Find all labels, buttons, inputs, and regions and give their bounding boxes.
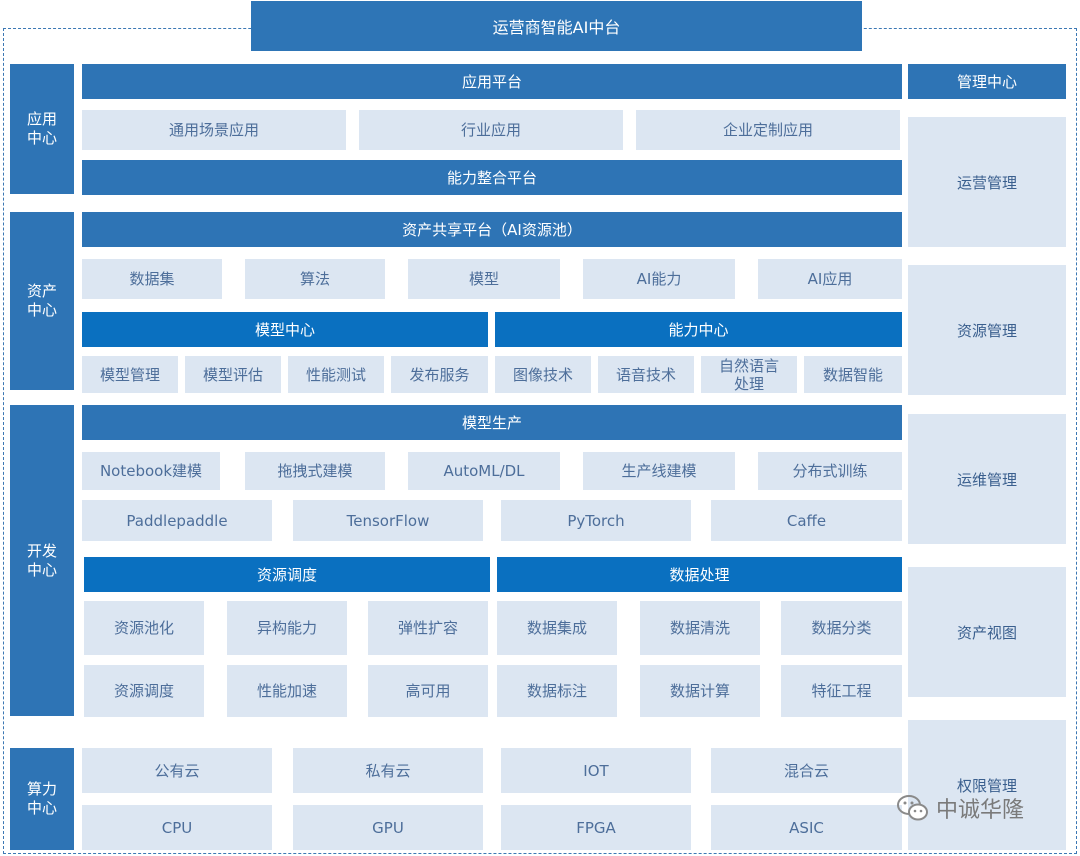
scheduling-item: 性能加速 [227, 665, 347, 717]
chip-item: FPGA [501, 805, 691, 850]
modeling-item: 拖拽式建模 [245, 452, 385, 490]
section-compute-center: 算力中心 [10, 748, 74, 850]
section-asset-label: 资产中心 [26, 282, 57, 319]
scheduling-item: 资源调度 [84, 665, 204, 717]
resource-scheduling-bar: 资源调度 [84, 557, 490, 592]
wechat-icon [897, 795, 928, 821]
capability-item-label: 自然语言处理 [718, 356, 779, 393]
modeling-item: AutoML/DL [408, 452, 560, 490]
management-item-permission: 权限管理 [908, 720, 1066, 850]
framework-item: PyTorch [501, 500, 691, 541]
asset-item: 算法 [245, 259, 385, 299]
integration-platform-bar: 能力整合平台 [82, 160, 902, 195]
section-app-label: 应用中心 [26, 110, 57, 147]
chip-item: ASIC [711, 805, 902, 850]
modeling-item: 分布式训练 [758, 452, 902, 490]
framework-item: Paddlepaddle [82, 500, 272, 541]
management-item-resource: 资源管理 [908, 265, 1066, 395]
framework-item: Caffe [711, 500, 902, 541]
section-dev-label: 开发中心 [26, 541, 57, 579]
model-item: 发布服务 [391, 356, 488, 393]
processing-item: 数据清洗 [640, 601, 760, 655]
section-asset-center: 资产中心 [10, 212, 74, 390]
asset-item: 模型 [408, 259, 560, 299]
app-platform-bar: 应用平台 [82, 64, 902, 99]
processing-item: 数据标注 [497, 665, 617, 717]
scheduling-item: 资源池化 [84, 601, 204, 655]
processing-item: 数据集成 [497, 601, 617, 655]
model-item: 模型评估 [185, 356, 281, 393]
cloud-item: IOT [501, 748, 691, 793]
watermark-text: 中诚华隆 [936, 798, 1025, 823]
app-item: 通用场景应用 [82, 110, 346, 150]
capability-item: 自然语言处理 [701, 356, 797, 393]
scheduling-item: 高可用 [368, 665, 488, 717]
scheduling-item: 异构能力 [227, 601, 347, 655]
processing-item: 数据计算 [640, 665, 760, 717]
watermark: 中诚华隆 [896, 788, 1056, 828]
model-production-bar: 模型生产 [82, 405, 902, 440]
model-item: 模型管理 [82, 356, 178, 393]
modeling-item: Notebook建模 [82, 452, 220, 490]
section-app-center: 应用中心 [10, 64, 74, 194]
management-header: 管理中心 [908, 64, 1066, 99]
page-title: 运营商智能AI中台 [251, 1, 862, 51]
model-item: 性能测试 [288, 356, 384, 393]
management-item-maintenance: 运维管理 [908, 414, 1066, 544]
framework-item: TensorFlow [293, 500, 483, 541]
modeling-item: 生产线建模 [583, 452, 735, 490]
section-compute-label: 算力中心 [26, 780, 57, 817]
data-processing-bar: 数据处理 [497, 557, 902, 592]
chip-item: CPU [82, 805, 272, 850]
chip-item: GPU [293, 805, 483, 850]
processing-item: 特征工程 [781, 665, 902, 717]
capability-center-bar: 能力中心 [495, 312, 902, 347]
cloud-item: 公有云 [82, 748, 272, 793]
management-item-ops: 运营管理 [908, 117, 1066, 247]
capability-item: 语音技术 [598, 356, 694, 393]
management-item-asset-view: 资产视图 [908, 567, 1066, 697]
capability-item: 数据智能 [804, 356, 902, 393]
processing-item: 数据分类 [781, 601, 902, 655]
model-center-bar: 模型中心 [82, 312, 488, 347]
capability-item: 图像技术 [495, 356, 591, 393]
scheduling-item: 弹性扩容 [368, 601, 488, 655]
asset-item: AI能力 [583, 259, 735, 299]
cloud-item: 私有云 [293, 748, 483, 793]
shared-platform-bar: 资产共享平台（AI资源池） [82, 212, 902, 247]
asset-item: AI应用 [758, 259, 902, 299]
app-item: 行业应用 [359, 110, 623, 150]
section-dev-center: 开发中心 [10, 405, 74, 716]
cloud-item: 混合云 [711, 748, 902, 793]
app-item: 企业定制应用 [636, 110, 900, 150]
asset-item: 数据集 [82, 259, 222, 299]
